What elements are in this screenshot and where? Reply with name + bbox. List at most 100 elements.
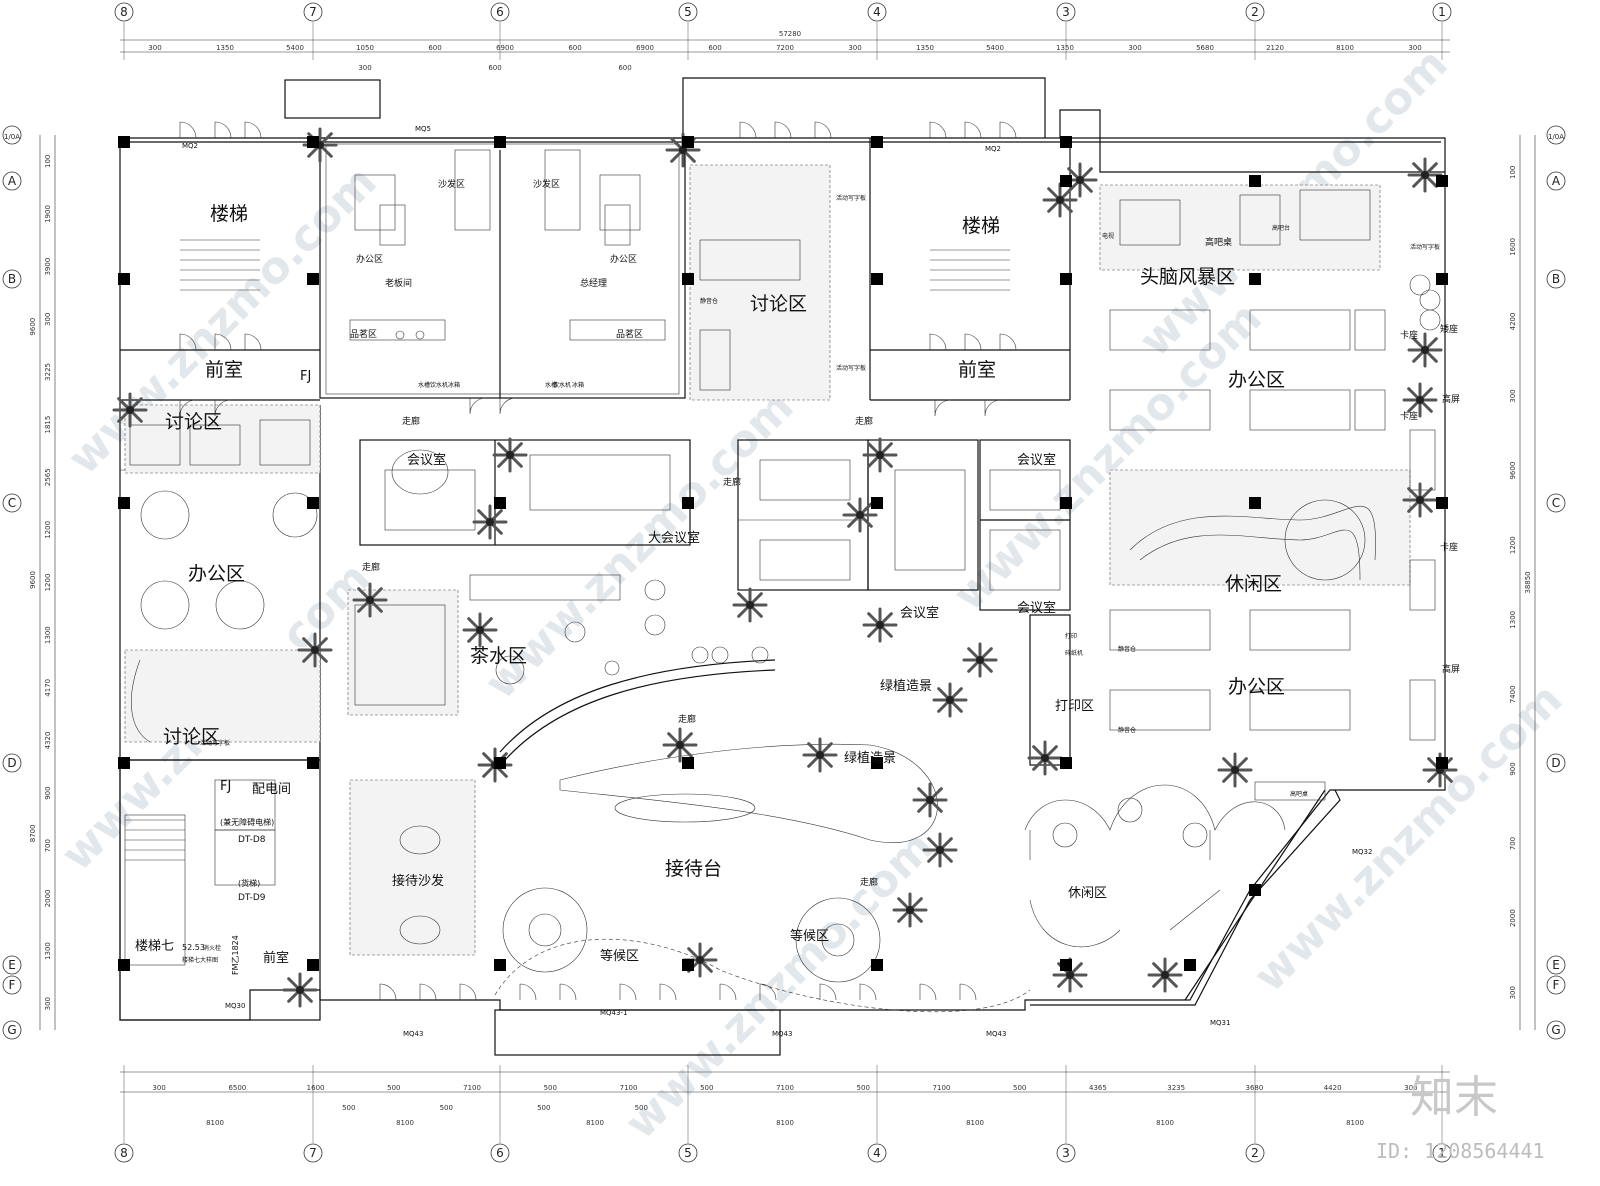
- dimension-value: 7200: [776, 44, 794, 52]
- dimension-value: 300: [848, 44, 861, 52]
- label-high-screen-a: 高屏: [1442, 393, 1460, 405]
- label-booth-b: 卡座: [1400, 410, 1418, 422]
- label-booth-a: 卡座: [1400, 329, 1418, 341]
- label-fridge-a: 冰箱: [448, 381, 460, 389]
- label-fridge-b: 冰箱: [572, 381, 584, 389]
- structural-column: [871, 959, 883, 971]
- dimension-value: 8100: [1346, 1119, 1364, 1127]
- furniture-item: [140, 490, 190, 540]
- label-mq43-1: MQ43-1: [600, 1009, 627, 1017]
- furniture-item: [691, 646, 709, 664]
- label-green-b: 绿植造景: [844, 751, 896, 766]
- dimension-value: 8100: [1336, 44, 1354, 52]
- furniture-item: [989, 469, 1061, 511]
- furniture-item: [354, 604, 446, 706]
- furniture-item: [1409, 559, 1436, 611]
- furniture-item: [379, 204, 406, 246]
- door: [619, 983, 637, 1001]
- plant: [472, 504, 508, 540]
- furniture-item: [272, 492, 318, 538]
- plant: [892, 892, 928, 928]
- axis-letter-left: B: [8, 272, 16, 286]
- structural-column: [307, 273, 319, 285]
- structural-column: [494, 959, 506, 971]
- plant: [1407, 332, 1443, 368]
- axis-number-top: 8: [120, 5, 128, 19]
- structural-columns: [118, 136, 1448, 971]
- dimension-value: 8700: [29, 824, 37, 842]
- label-quiet-pod-c: 静音仓: [1118, 726, 1136, 734]
- axis-number-bottom: 2: [1251, 1146, 1259, 1160]
- coffee-table: [399, 825, 441, 855]
- door: [214, 399, 232, 417]
- dimension-left-col: 1001900390030032251815256512001200130041…: [44, 155, 52, 1011]
- dimension-value: 600: [428, 44, 441, 52]
- furniture-item: [644, 579, 666, 601]
- plant: [732, 587, 768, 623]
- structural-column: [307, 136, 319, 148]
- structural-column: [871, 497, 883, 509]
- label-stair-area-val: 52.53: [182, 943, 205, 952]
- door: [739, 121, 757, 139]
- dimension-value: 300: [1128, 44, 1141, 52]
- label-mobile-board-a: 活动写字板: [836, 194, 866, 202]
- furniture-item: [1409, 679, 1436, 741]
- coffee-table: [399, 915, 441, 945]
- label-sofa-b: 沙发区: [533, 178, 560, 190]
- label-mq31: MQ31: [1210, 1019, 1230, 1027]
- plant: [1042, 182, 1078, 218]
- plant: [1402, 382, 1438, 418]
- label-high-screen-b: 高屏: [1442, 663, 1460, 675]
- axis-letter-left: G: [7, 1023, 16, 1037]
- dimension-value: 3680: [1245, 1084, 1263, 1092]
- structural-column: [1249, 497, 1261, 509]
- label-corridor-mid: 走廊: [723, 476, 741, 488]
- label-discuss-left2: 讨论区: [163, 726, 220, 748]
- door: [244, 333, 262, 351]
- furniture-item: [415, 330, 425, 340]
- structural-column: [494, 497, 506, 509]
- discussion-zone-bottom-left: [124, 649, 321, 743]
- reception-counter: [494, 659, 1031, 1013]
- label-meeting-d: 会议室: [1017, 600, 1056, 616]
- door: [459, 983, 477, 1001]
- dimension-value: 8100: [206, 1119, 224, 1127]
- label-corridor-center: 走廊: [678, 713, 696, 725]
- label-mq2-a: MQ2: [182, 142, 198, 150]
- dimension-value: 9600: [29, 318, 37, 336]
- furniture-item: [1119, 199, 1181, 246]
- label-stair-seven: 楼梯七: [135, 939, 174, 954]
- dimension-value: 900: [44, 786, 52, 799]
- label-dispenser-a: 饮水机: [430, 381, 448, 389]
- axis-letter-left: 1/0A: [4, 133, 20, 141]
- label-dispenser-b: 饮水机: [553, 381, 571, 389]
- dimension-value: 4200: [1509, 313, 1517, 331]
- door: [929, 333, 947, 351]
- door: [774, 121, 792, 139]
- dimension-value: 2000: [1509, 909, 1517, 927]
- door: [214, 121, 232, 139]
- label-print: 打印区: [1055, 699, 1094, 714]
- dimension-value: 6900: [636, 44, 654, 52]
- axis-number-bottom: 3: [1062, 1146, 1070, 1160]
- door: [179, 399, 197, 417]
- doors: [179, 121, 1017, 1001]
- label-mq30: MQ30: [225, 1002, 245, 1010]
- structural-column: [1249, 273, 1261, 285]
- structural-column: [307, 497, 319, 509]
- dimension-value: 1600: [307, 1084, 325, 1092]
- label-mq32: MQ32: [1352, 848, 1372, 856]
- tea-zone: [347, 589, 459, 716]
- dimension-value: 8100: [1156, 1119, 1174, 1127]
- label-tall-table: 高吧桌: [1205, 236, 1232, 248]
- dimension-value: 1350: [916, 44, 934, 52]
- dimension-value: 500: [342, 1104, 355, 1112]
- dimension-value: 300: [1509, 389, 1517, 402]
- dimension-value: 500: [440, 1104, 453, 1112]
- dimension-value: 5400: [986, 44, 1004, 52]
- furniture-item: [1354, 309, 1386, 351]
- structural-column: [1249, 175, 1261, 187]
